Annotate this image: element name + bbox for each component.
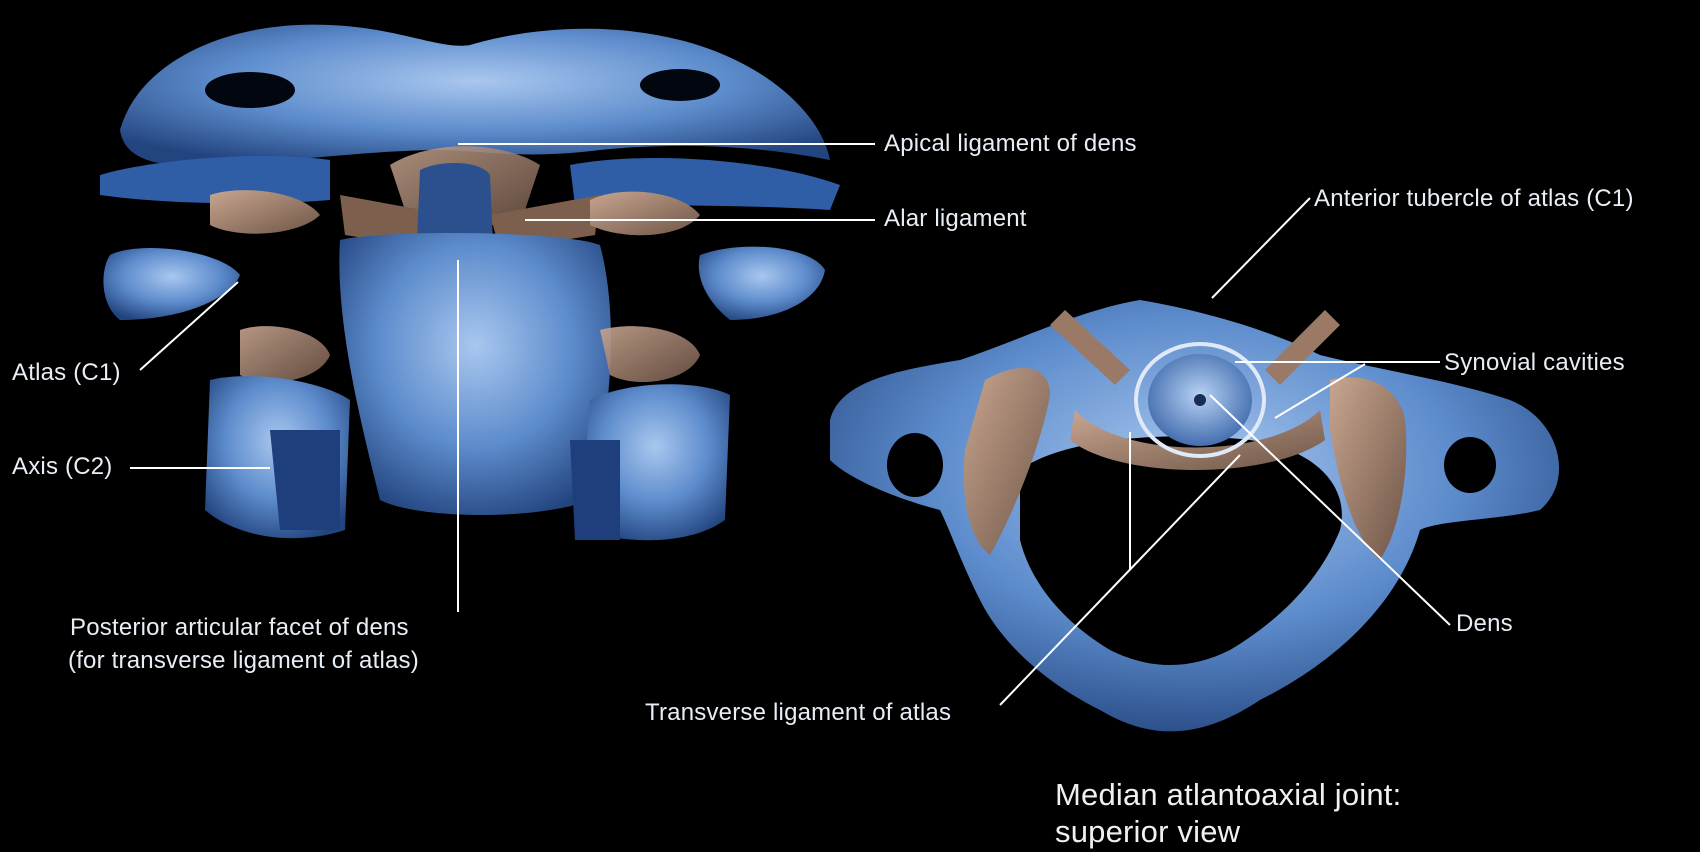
label-posterior-facet-line2: (for transverse ligament of atlas) (68, 646, 419, 676)
label-anterior-tubercle: Anterior tubercle of atlas (C1) (1314, 184, 1634, 214)
axis-body (339, 233, 611, 515)
label-dens: Dens (1456, 609, 1513, 639)
label-alar-ligament: Alar ligament (884, 204, 1027, 234)
left-transverse-foramen (887, 433, 943, 497)
left-upper-cavity (205, 72, 295, 108)
label-axis: Axis (C2) (12, 452, 112, 482)
label-apical-ligament: Apical ligament of dens (884, 129, 1137, 159)
caption-line2: superior view (1055, 812, 1240, 852)
label-transverse-ligament: Transverse ligament of atlas (645, 698, 951, 728)
label-synovial-cavities: Synovial cavities (1444, 348, 1625, 378)
dens-center (1194, 394, 1206, 406)
label-atlas: Atlas (C1) (12, 358, 121, 388)
label-posterior-facet-line1: Posterior articular facet of dens (70, 613, 409, 643)
caption-line1: Median atlantoaxial joint: (1055, 775, 1401, 815)
axis-right-spongy (570, 440, 620, 540)
axis-left-spongy (270, 430, 340, 530)
right-upper-cavity (640, 69, 720, 101)
right-transverse-foramen (1444, 437, 1496, 493)
